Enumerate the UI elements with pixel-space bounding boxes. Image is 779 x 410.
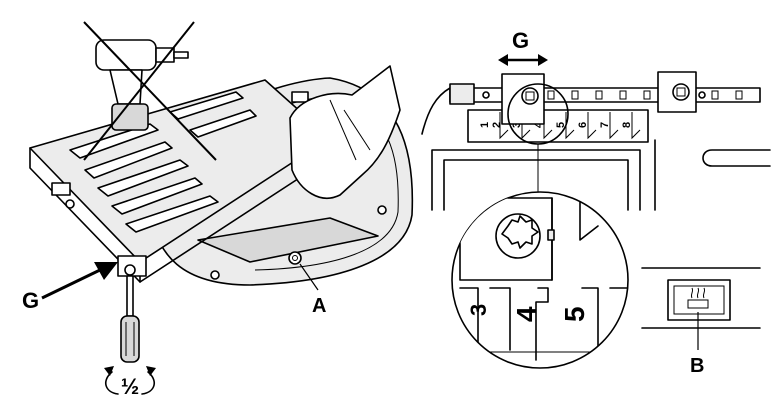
svg-text:8: 8 xyxy=(621,122,633,128)
left-tab xyxy=(51,182,71,196)
fixed-bracket-screw xyxy=(672,83,690,101)
leader-a xyxy=(299,263,319,291)
sliding-bracket-screw xyxy=(521,87,539,105)
zoom-numbers: 3 4 5 xyxy=(466,304,590,322)
zoom-bracket xyxy=(459,197,553,281)
rotate-right-arrow xyxy=(141,371,155,395)
svg-text:3: 3 xyxy=(511,122,523,128)
rail-left-lip xyxy=(449,83,475,105)
right-illustration: 1 2 3 4 5 6 7 8 G xyxy=(421,28,771,377)
half-turn-label: ½ xyxy=(121,374,139,399)
screwdriver-shaft xyxy=(126,275,134,317)
oven-steam-icon xyxy=(687,287,709,309)
arrow-g-shaft xyxy=(41,268,101,300)
rotate-left-arrowhead xyxy=(104,366,114,376)
svg-text:5: 5 xyxy=(555,122,567,128)
drill-prohibited-icon xyxy=(83,21,217,161)
oven-inner-frame xyxy=(443,159,629,211)
label-g-right: G xyxy=(512,28,529,53)
rotate-left-arrow xyxy=(105,371,119,395)
left-tab-screw xyxy=(65,199,75,209)
label-g-left: G xyxy=(22,288,39,313)
rotate-right-arrowhead xyxy=(146,366,156,376)
left-illustration: ½ G A xyxy=(22,21,414,399)
svg-text:6: 6 xyxy=(577,122,589,128)
rail-slots xyxy=(547,90,743,100)
svg-text:2: 2 xyxy=(491,122,503,128)
hand-shape xyxy=(289,65,401,199)
hand-detail xyxy=(329,99,371,161)
oven-icon-inner xyxy=(673,285,725,315)
svg-text:4: 4 xyxy=(511,306,542,322)
svg-text:5: 5 xyxy=(559,306,590,322)
screw-base-2 xyxy=(377,205,387,215)
label-a: A xyxy=(312,295,326,317)
rail-curve xyxy=(421,87,451,135)
bracket-g-left-screw xyxy=(124,264,136,276)
svg-text:1: 1 xyxy=(479,122,491,128)
label-b: B xyxy=(690,355,704,377)
screw-a-head xyxy=(292,255,298,261)
arrow-right-head xyxy=(538,54,548,66)
side-slot xyxy=(702,149,771,167)
svg-text:3: 3 xyxy=(466,304,491,316)
right-tab xyxy=(291,91,309,103)
screw-base-1 xyxy=(210,270,220,280)
mounting-rail xyxy=(449,87,761,103)
arrow-left-head xyxy=(498,54,508,66)
svg-text:7: 7 xyxy=(599,122,611,128)
screwdriver-handle xyxy=(120,315,140,363)
arrow-g-head xyxy=(94,262,118,280)
scale-ticks xyxy=(499,112,641,140)
oven-cavity xyxy=(431,149,641,211)
screw-a xyxy=(288,251,302,265)
zoom-torx-screw xyxy=(501,215,539,249)
recess-slot xyxy=(197,217,379,263)
